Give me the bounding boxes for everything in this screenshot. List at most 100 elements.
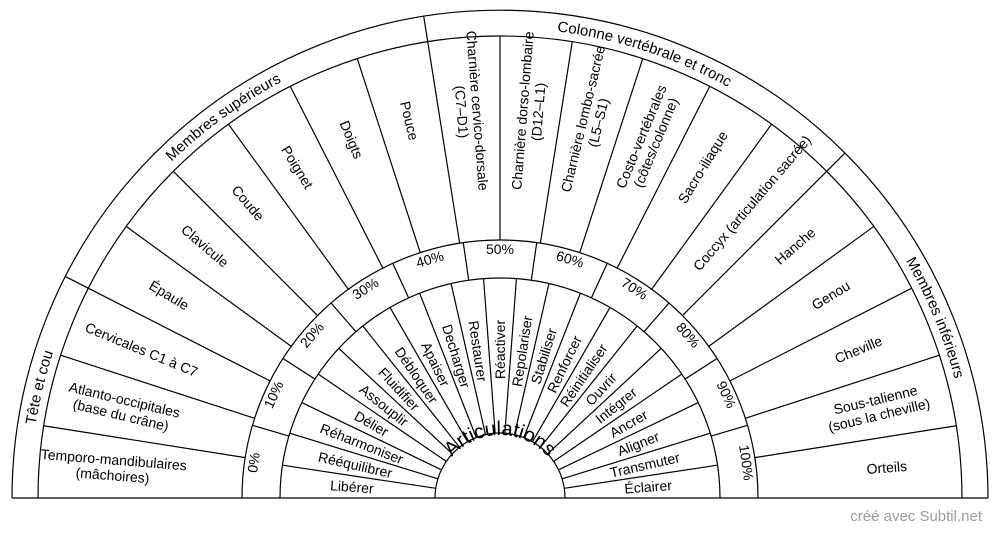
percentage-label: 90%	[713, 378, 739, 410]
percentage-divider	[330, 302, 357, 333]
action-divider	[482, 278, 496, 434]
category-label: Membres supérieurs	[163, 70, 284, 164]
action-label-line: Réactiver	[492, 320, 508, 379]
item-label: Coude	[229, 182, 268, 224]
percentage-label: 60%	[554, 247, 585, 270]
item-divider	[172, 170, 318, 316]
item-label: Cervicales C1 à C7	[83, 319, 201, 380]
category-label-textpath: Membres inférieurs	[902, 254, 967, 380]
action-divider	[301, 402, 442, 471]
action-divider	[564, 464, 718, 489]
item-label: Poignet	[278, 143, 317, 192]
action-divider	[504, 278, 518, 434]
percentage-divider	[392, 263, 410, 299]
item-divider	[356, 58, 421, 253]
percentage-ring-arc	[241, 239, 759, 499]
item-divider	[227, 123, 349, 290]
action-divider	[362, 325, 460, 448]
item-label: Doigts	[337, 118, 367, 161]
item-label: Charnière cervico-dorsale(C7–D1)	[448, 30, 492, 192]
item-divider	[60, 354, 255, 419]
percentage-divider	[282, 358, 316, 380]
percentage-divider	[710, 424, 748, 437]
item-label-line: (mâchoires)	[75, 464, 150, 486]
item-label-line: Hanche	[771, 224, 818, 268]
item-label: Charnière dorso-lombaire(D12–L1)	[508, 31, 552, 192]
action-ring-arc	[279, 277, 721, 499]
item-label: Cheville	[832, 332, 884, 366]
action-divider	[317, 373, 447, 462]
chart-grid-lines	[11, 9, 989, 499]
action-divider	[289, 432, 439, 480]
item-label-line: (D12–L1)	[528, 82, 549, 141]
percentage-label: 100%	[736, 444, 757, 482]
percentage-label: 50%	[486, 241, 514, 257]
action-divider	[282, 464, 436, 489]
item-label: Orteils	[866, 458, 908, 477]
action-divider	[450, 283, 487, 435]
item-label: Genou	[809, 277, 853, 313]
item-divider	[651, 123, 773, 290]
category-divider	[423, 15, 461, 244]
category-divider	[682, 152, 846, 316]
percentage-divider	[530, 242, 538, 281]
item-label-line: Genou	[809, 277, 853, 313]
action-label: Éclairer	[624, 477, 673, 497]
item-label-line: Orteils	[866, 458, 908, 477]
credit-text: créé avec Subtil.net	[850, 508, 982, 525]
item-label-line: Pouce	[397, 100, 422, 143]
item-divider	[745, 354, 940, 419]
percentage-divider	[252, 424, 290, 437]
item-label-line: Clavicule	[178, 221, 232, 270]
action-divider	[389, 307, 469, 443]
item-divider	[729, 287, 912, 382]
item-divider	[708, 225, 875, 347]
chart-labels: LibérerRééquilibrerRéharmoniserDélierAss…	[23, 19, 967, 497]
item-label: Costo-vertébrales(côtes/colonne)	[613, 82, 685, 196]
item-label: Charnière lombo-sacrée(L5–S1)	[558, 44, 624, 198]
item-divider	[616, 86, 711, 269]
item-label-line: Coude	[229, 182, 268, 224]
percentage-label: 20%	[297, 319, 327, 351]
category-label: Membres inférieurs	[902, 254, 967, 380]
action-divider	[419, 292, 477, 438]
item-label-line: Doigts	[337, 118, 367, 161]
percentage-divider	[643, 302, 670, 333]
action-divider	[553, 373, 683, 462]
action-label: Libérer	[330, 477, 375, 496]
item-label: Clavicule	[178, 221, 232, 270]
action-divider	[338, 347, 453, 455]
percentage-label: 40%	[414, 247, 445, 270]
item-divider	[289, 86, 384, 269]
percentage-divider	[462, 242, 470, 281]
hub-arc	[434, 432, 566, 499]
item-divider	[125, 225, 292, 347]
percentage-label: 30%	[349, 274, 381, 303]
action-divider	[558, 402, 699, 471]
item-divider	[754, 425, 957, 459]
action-label-line: Libérer	[330, 477, 375, 496]
percentage-label: 70%	[619, 274, 651, 303]
item-label-line: (C7–D1)	[452, 85, 472, 139]
item-divider	[539, 41, 573, 244]
item-label: Temporo-mandibulaires(mâchoires)	[39, 446, 187, 489]
item-label: Pouce	[397, 100, 422, 143]
percentage-divider	[590, 263, 608, 299]
item-label-line: Cervicales C1 à C7	[83, 319, 201, 380]
item-label-line: Cheville	[832, 332, 884, 366]
action-divider	[561, 432, 711, 480]
percentage-divider	[684, 358, 718, 380]
action-label-line: Éclairer	[624, 477, 673, 497]
percentage-label: 80%	[673, 319, 703, 351]
item-divider	[579, 58, 644, 253]
category-divider	[64, 275, 271, 382]
item-divider	[43, 425, 246, 459]
action-divider	[547, 347, 662, 455]
item-label: Hanche	[771, 224, 818, 268]
action-divider	[523, 292, 581, 438]
action-divider	[513, 283, 550, 435]
action-divider	[540, 325, 638, 448]
percentage-label: 10%	[260, 378, 286, 410]
item-label: Épaule	[146, 277, 192, 314]
